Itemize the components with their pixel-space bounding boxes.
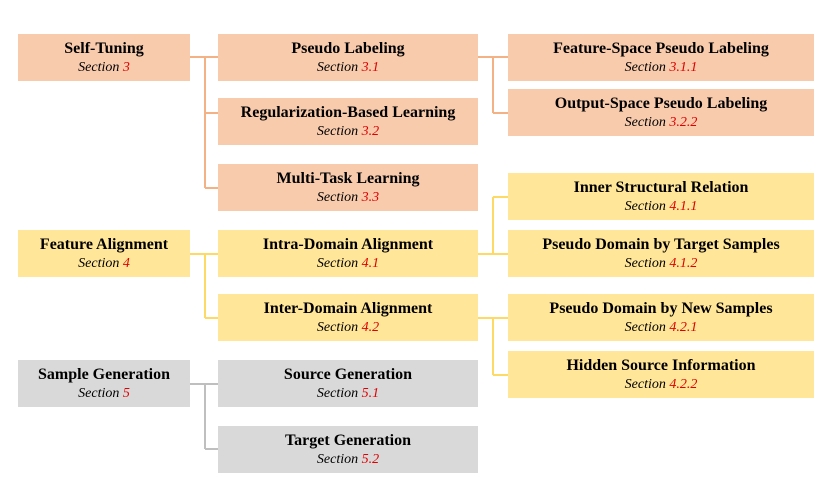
node-title: Target Generation — [284, 431, 412, 449]
node-target-generation: Target Generation Section 5.2 — [218, 426, 478, 473]
node-section: Section 4.2.2 — [624, 376, 698, 392]
node-pseudo-labeling: Pseudo Labeling Section 3.1 — [218, 34, 478, 81]
node-title: Source Generation — [283, 365, 413, 383]
node-feature-alignment: Feature Alignment Section 4 — [18, 230, 190, 277]
node-section: Section 5.2 — [316, 451, 380, 467]
node-section: Section 3.3 — [316, 189, 380, 205]
node-section: Section 4.1.1 — [624, 198, 698, 214]
node-feature-space-pseudo-labeling: Feature-Space Pseudo Labeling Section 3.… — [508, 34, 814, 81]
node-output-space-pseudo-labeling: Output-Space Pseudo Labeling Section 3.2… — [508, 89, 814, 136]
node-section: Section 3.1.1 — [624, 59, 698, 75]
node-self-tuning: Self-Tuning Section 3 — [18, 34, 190, 81]
node-sample-generation: Sample Generation Section 5 — [18, 360, 190, 407]
node-title: Pseudo Labeling — [291, 39, 405, 57]
node-section: Section 3.1 — [316, 59, 380, 75]
node-title: Hidden Source Information — [566, 356, 756, 374]
node-title: Self-Tuning — [64, 39, 144, 57]
node-section: Section 4.2.1 — [624, 319, 698, 335]
node-pseudo-domain-by-target-samples: Pseudo Domain by Target Samples Section … — [508, 230, 814, 277]
node-section: Section 4 — [78, 255, 130, 271]
node-title: Sample Generation — [38, 365, 170, 383]
node-title: Feature Alignment — [39, 235, 169, 253]
feature-alignment-connectors — [190, 196, 508, 376]
node-title: Output-Space Pseudo Labeling — [554, 94, 768, 112]
node-section: Section 3.2 — [316, 123, 380, 139]
node-section: Section 4.2 — [316, 319, 380, 335]
node-title: Inner Structural Relation — [573, 178, 749, 196]
node-section: Section 3.2.2 — [624, 114, 698, 130]
node-intra-domain-alignment: Intra-Domain Alignment Section 4.1 — [218, 230, 478, 277]
node-title: Regularization-Based Learning — [240, 103, 456, 121]
node-title: Pseudo Domain by New Samples — [549, 299, 773, 317]
node-source-generation: Source Generation Section 5.1 — [218, 360, 478, 407]
node-section: Section 4.1 — [316, 255, 380, 271]
node-title: Pseudo Domain by Target Samples — [542, 235, 780, 253]
node-regularization-based-learning: Regularization-Based Learning Section 3.… — [218, 98, 478, 145]
node-section: Section 5.1 — [316, 385, 380, 401]
node-section: Section 3 — [78, 59, 130, 75]
node-title: Inter-Domain Alignment — [263, 299, 433, 317]
sample-generation-connectors — [190, 383, 218, 450]
node-pseudo-domain-by-new-samples: Pseudo Domain by New Samples Section 4.2… — [508, 294, 814, 341]
node-inner-structural-relation: Inner Structural Relation Section 4.1.1 — [508, 173, 814, 220]
node-section: Section 5 — [78, 385, 130, 401]
node-section: Section 4.1.2 — [624, 255, 698, 271]
node-title: Feature-Space Pseudo Labeling — [553, 39, 769, 57]
self-tuning-connectors — [190, 56, 508, 189]
node-title: Intra-Domain Alignment — [262, 235, 434, 253]
node-multi-task-learning: Multi-Task Learning Section 3.3 — [218, 164, 478, 211]
node-title: Multi-Task Learning — [276, 169, 420, 187]
node-inter-domain-alignment: Inter-Domain Alignment Section 4.2 — [218, 294, 478, 341]
node-hidden-source-information: Hidden Source Information Section 4.2.2 — [508, 351, 814, 398]
